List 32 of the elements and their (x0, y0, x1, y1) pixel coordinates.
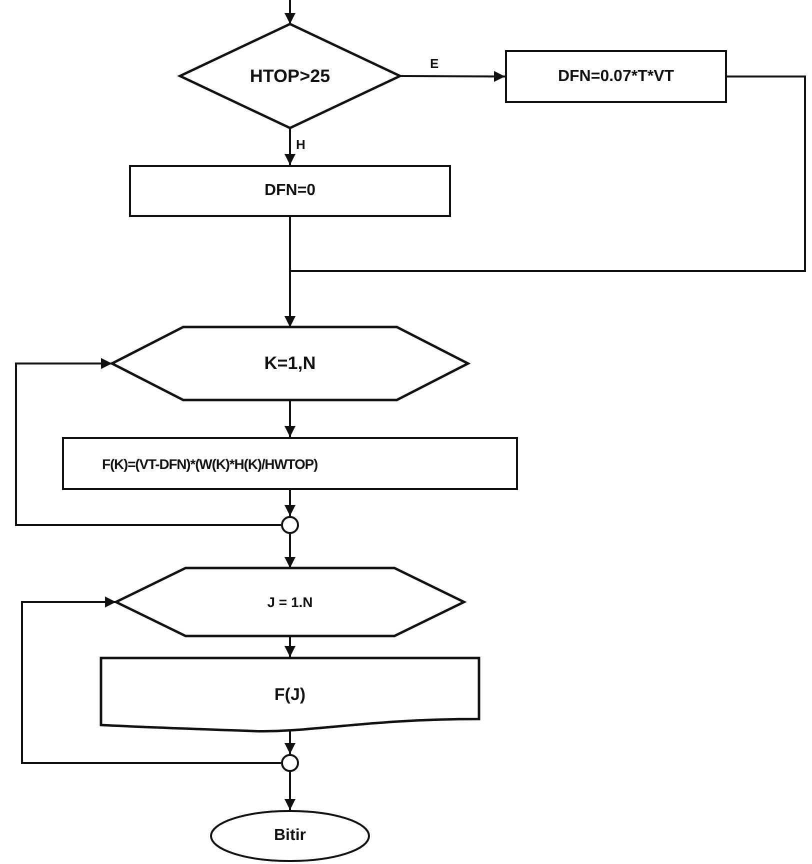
flow-arrow (15, 358, 281, 526)
flow-arrow (284, 772, 296, 810)
edge-label: H (296, 137, 306, 152)
terminal-ellipse (210, 810, 370, 862)
flow-arrow (284, 636, 296, 657)
process-box (129, 165, 451, 217)
node-label: F(K)=(VT-DFN)*(W(K)*H(K)/HWTOP) (102, 456, 318, 472)
connector-circle (281, 516, 299, 534)
flow-arrow (400, 70, 505, 82)
flow-arrow (284, 534, 296, 568)
flow-arrow (284, 490, 296, 516)
flow-arrow (284, 217, 296, 327)
node-label: J = 1.N (267, 594, 313, 610)
process-box (62, 437, 518, 490)
flow-arrow (284, 128, 296, 165)
node-label: F(J) (274, 685, 306, 705)
process-box (505, 50, 727, 103)
flow-arrow (21, 596, 281, 764)
loop-hexagon (116, 568, 464, 636)
output-document (100, 657, 480, 733)
flow-arrow (284, 729, 296, 754)
connector-circle (281, 754, 299, 772)
node-label: DFN=0 (264, 182, 316, 200)
node-label: HTOP>25 (250, 66, 330, 86)
edge-label: E (430, 56, 439, 71)
loop-hexagon (112, 327, 468, 400)
flow-arrow (284, 400, 296, 437)
node-label: DFN=0.07*T*VT (558, 68, 674, 86)
flow-arrow (284, 0, 296, 24)
node-label: Bitir (274, 827, 306, 845)
decision-diamond (180, 24, 400, 128)
node-label: K=1,N (264, 353, 316, 374)
